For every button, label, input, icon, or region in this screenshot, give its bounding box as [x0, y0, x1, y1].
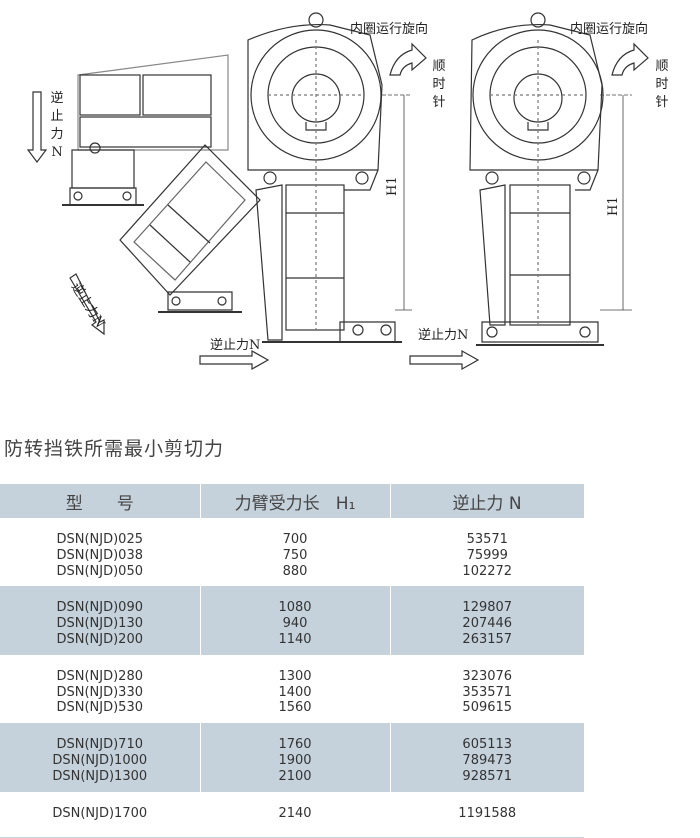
clockwise-label-right: 顺时针 — [655, 59, 669, 110]
model-cell-value: DSN(NJD)130 — [56, 616, 143, 632]
arm-length-cell-value: 1900 — [278, 752, 312, 768]
clockwise-label-center: 顺时针 — [432, 59, 446, 110]
model-cell-value: DSN(NJD)330 — [56, 684, 143, 700]
arm-length-cell-value: 880 — [282, 563, 308, 579]
header-force: 逆止力 N — [390, 484, 585, 518]
force-label-left: 逆止力N — [50, 91, 64, 160]
horizontal-arm — [62, 54, 229, 206]
rotation-label-right: 内圈运行旋向 — [570, 22, 649, 37]
inclined-arm — [119, 144, 261, 313]
force-cell-value: 75999 — [466, 547, 508, 563]
force-arrow-right — [409, 349, 480, 371]
model-cell-value: DSN(NJD)1700 — [52, 805, 148, 821]
arm-length-cell-value: 750 — [282, 547, 308, 563]
model-cell-value: DSN(NJD)090 — [56, 600, 143, 616]
arm-length-cell-value: 1080 — [278, 600, 312, 616]
force-cell-value: 928571 — [462, 768, 513, 784]
arm-length-cell-value: 1140 — [278, 631, 312, 647]
header-arm-length-text: 力臂受力长 — [234, 493, 320, 514]
arm-length-cell-value: 2140 — [278, 805, 312, 821]
arm-length-cell-value: 700 — [282, 532, 308, 547]
header-arm-length: 力臂受力长 H₁ — [200, 484, 391, 518]
force-cell-value: 207446 — [462, 616, 513, 632]
header-model: 型 号 — [0, 484, 201, 518]
force-arrow-center — [199, 349, 270, 371]
force-cell-value: 53571 — [466, 532, 508, 547]
arm-length-cell-value: 1760 — [278, 737, 312, 753]
force-cell-value: 323076 — [462, 668, 513, 684]
force-cell-value: 789473 — [462, 752, 513, 768]
force-cell-value: 605113 — [462, 737, 513, 753]
model-cell-value: DSN(NJD)710 — [56, 737, 143, 753]
installation-diagram: 内圈运行旋向 内圈运行旋向 顺时针 顺时针 逆止力N 逆止力N 逆止力N 逆止力… — [0, 0, 700, 380]
section-title: 防转挡铁所需最小剪切力 — [4, 438, 225, 460]
rotation-arrow-right — [611, 42, 649, 76]
table-header-row: 型 号 力臂受力长 H₁ 逆止力 N — [0, 484, 585, 518]
model-cell-value: DSN(NJD)1300 — [52, 768, 148, 784]
force-cell-value: 102272 — [462, 563, 513, 579]
dimension-h1 — [382, 94, 632, 311]
force-cell-value: 1191588 — [458, 805, 517, 821]
model-cell-value: DSN(NJD)200 — [56, 631, 143, 647]
force-label-center: 逆止力N — [210, 338, 261, 353]
model-cell-value: DSN(NJD)025 — [56, 532, 143, 547]
model-cell-value: DSN(NJD)1000 — [52, 752, 148, 768]
force-cell-value: 509615 — [462, 700, 513, 716]
force-label-right: 逆止力N — [418, 328, 469, 343]
h1-label-center: H1 — [385, 176, 400, 196]
model-cell-value: DSN(NJD)038 — [56, 547, 143, 563]
model-cell-value: DSN(NJD)050 — [56, 563, 143, 579]
diagram-svg — [26, 12, 649, 371]
arm-length-cell-value: 2100 — [278, 768, 312, 784]
arm-length-cell-value: 1300 — [278, 668, 312, 684]
model-cell-value: DSN(NJD)280 — [56, 668, 143, 684]
arm-length-cell-value: 940 — [282, 616, 308, 632]
backstop-right — [469, 12, 604, 346]
header-arm-length-symbol: H₁ — [335, 493, 356, 514]
arm-length-cell-value: 1560 — [278, 700, 312, 716]
force-arrow-diagonal — [69, 273, 105, 336]
force-cell-value: 353571 — [462, 684, 513, 700]
arm-length-cell-value: 1400 — [278, 684, 312, 700]
h1-label-right: H1 — [606, 196, 621, 216]
force-cell-value: 263157 — [462, 631, 513, 647]
force-cell-value: 129807 — [462, 600, 513, 616]
rotation-arrow-center — [389, 42, 427, 76]
backstop-center — [247, 12, 402, 343]
rotation-label-center: 内圈运行旋向 — [350, 22, 429, 37]
model-cell-value: DSN(NJD)530 — [56, 700, 143, 716]
force-arrow-down — [26, 91, 48, 163]
